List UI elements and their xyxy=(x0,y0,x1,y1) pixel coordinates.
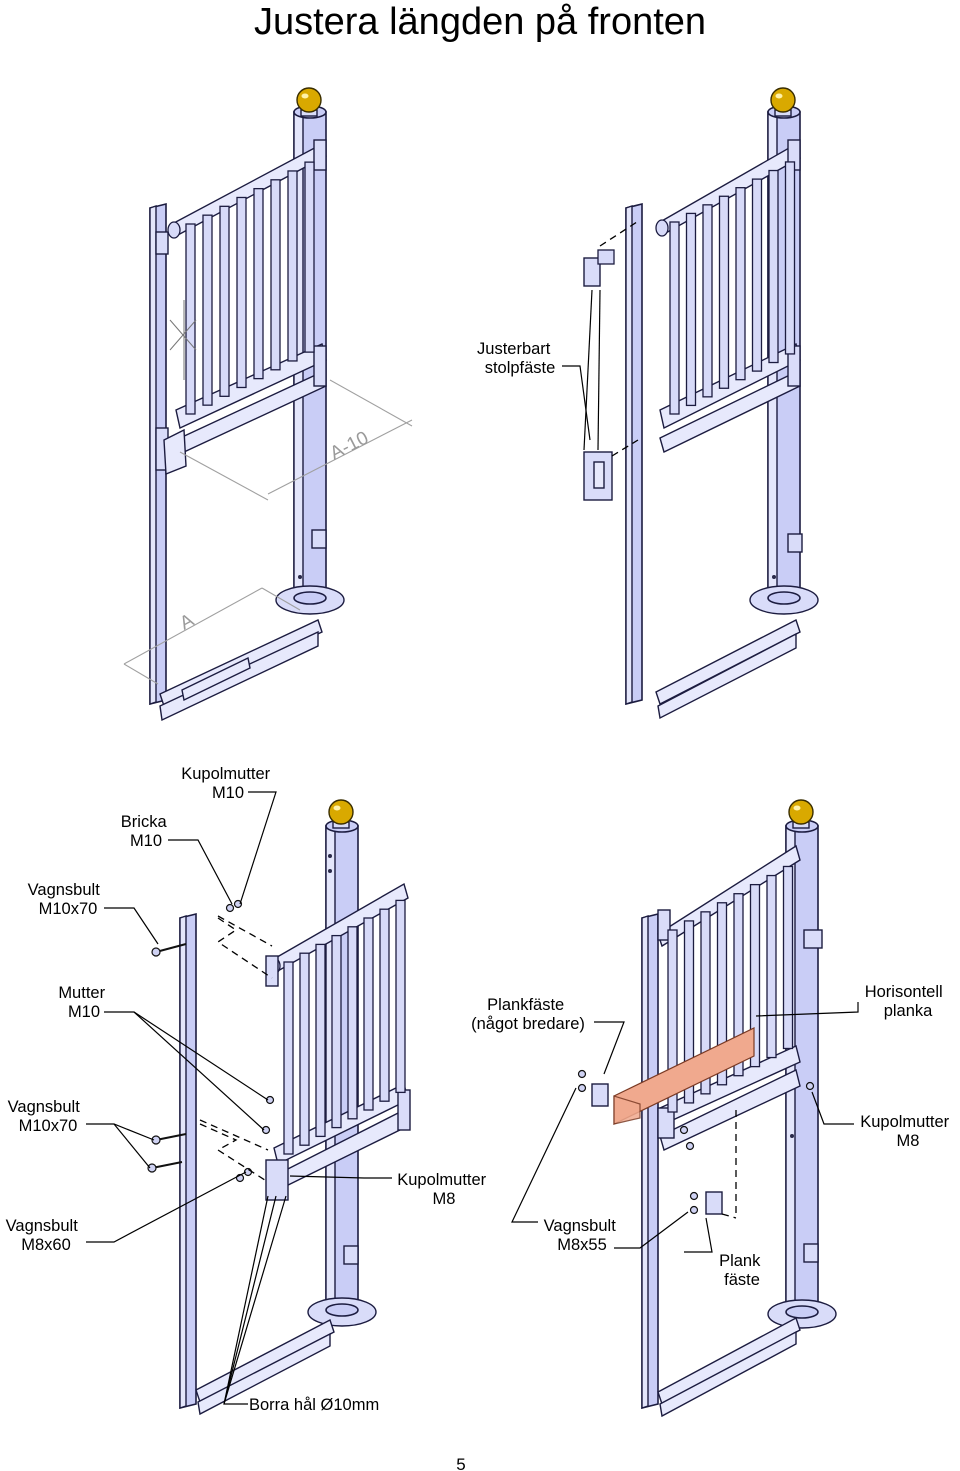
gate-bar xyxy=(347,926,358,1120)
gate-bar xyxy=(379,908,390,1102)
label-bricka-m10: Bricka M10 xyxy=(121,813,171,850)
callout-labels: Justerbart stolpfäste Kupolmutter M10 Br… xyxy=(6,340,954,1414)
gate-bar xyxy=(702,204,713,398)
gate-bar xyxy=(768,169,779,364)
gate-frame xyxy=(657,844,801,1151)
label-borra-hal: Borra hål Ø10mm xyxy=(249,1396,379,1414)
gate-bars xyxy=(667,865,794,1113)
label-kupolmutter-m8-center: Kupolmutter M8 xyxy=(397,1171,491,1208)
label-vagnsbult-m8x55: Vagnsbult M8x55 xyxy=(544,1217,621,1254)
gate-bar xyxy=(236,196,247,389)
dimension-label-a-minus-10: A-10 xyxy=(327,428,372,465)
gate-bar xyxy=(270,179,281,371)
horizontal-plank xyxy=(613,1027,755,1125)
gate-frame xyxy=(655,139,801,453)
dimension-label-a: A xyxy=(176,610,197,635)
bolt-m10x70-lower xyxy=(147,1095,275,1183)
gate-bar xyxy=(718,195,730,389)
gate-bar xyxy=(735,187,746,381)
gate-bar xyxy=(669,221,680,415)
label-vagnsbult-m8x60: Vagnsbult M8x60 xyxy=(6,1217,83,1254)
assembly-bottom-left xyxy=(147,799,411,1416)
gate-bar xyxy=(749,883,761,1068)
gate-bars xyxy=(283,899,406,1155)
gate-frame xyxy=(163,139,327,476)
knob-icon xyxy=(296,87,322,117)
gate-bar xyxy=(782,865,794,1050)
knob-icon xyxy=(788,799,814,829)
label-mutter-m10: Mutter M10 xyxy=(58,984,109,1021)
gate-bar xyxy=(185,223,196,415)
gate-bar xyxy=(219,205,230,397)
gate-bar xyxy=(331,934,342,1129)
gate-bar xyxy=(253,187,264,380)
square-post xyxy=(625,202,643,706)
bolt-m10x70-top xyxy=(151,943,187,957)
label-justerbart-stolpfaste: Justerbart stolpfäste xyxy=(477,340,555,377)
gate-bar xyxy=(304,161,315,353)
gate-bar xyxy=(683,920,695,1104)
label-plankfaste-bredare: Plankfäste (något bredare) xyxy=(471,996,585,1033)
assembly-bottom-right xyxy=(577,799,837,1418)
gate-bar xyxy=(733,893,744,1077)
gate-bar xyxy=(315,943,326,1138)
gate-bars xyxy=(669,161,796,415)
label-plank-faste: Plank fäste xyxy=(719,1252,765,1289)
gate-bar xyxy=(287,170,298,362)
gate-bar xyxy=(395,899,406,1094)
square-post xyxy=(179,912,197,1410)
gate-bars xyxy=(185,161,315,415)
gate-bar xyxy=(766,874,777,1059)
knob-icon xyxy=(770,87,796,117)
gate-bar xyxy=(299,952,310,1146)
plank-bracket xyxy=(679,1081,815,1215)
gate-bar xyxy=(202,214,213,406)
label-vagnsbult-m10x70-bottom: Vagnsbult M10x70 xyxy=(8,1098,85,1135)
assembly-top-left: A-10 A xyxy=(123,87,413,722)
leader-lines xyxy=(86,365,859,1405)
gate-bar xyxy=(667,929,678,1113)
square-post xyxy=(149,202,169,706)
nut-washer-m10 xyxy=(225,899,243,913)
gate-bar xyxy=(685,212,697,407)
gate-bar xyxy=(363,917,374,1111)
label-horisontell-planka: Horisontell planka xyxy=(865,983,948,1020)
gate-bar xyxy=(700,911,711,1095)
page-number: 5 xyxy=(456,1455,465,1471)
plank-bracket-wide xyxy=(577,1069,609,1107)
label-kupolmutter-m8-right: Kupolmutter M8 xyxy=(860,1113,954,1150)
gate-bar xyxy=(784,161,796,355)
label-kupolmutter-m10: Kupolmutter M10 xyxy=(181,765,275,802)
adjustable-post-bracket xyxy=(583,219,641,501)
gate-bar xyxy=(716,902,728,1086)
square-post xyxy=(641,912,659,1410)
assembly-top-right xyxy=(583,87,819,720)
label-vagnsbult-m10x70-top: Vagnsbult M10x70 xyxy=(28,881,105,918)
gate-bar xyxy=(283,961,294,1155)
knob-icon xyxy=(328,799,354,829)
gate-bar xyxy=(751,178,763,372)
page-title: Justera längden på fronten xyxy=(253,1,707,43)
